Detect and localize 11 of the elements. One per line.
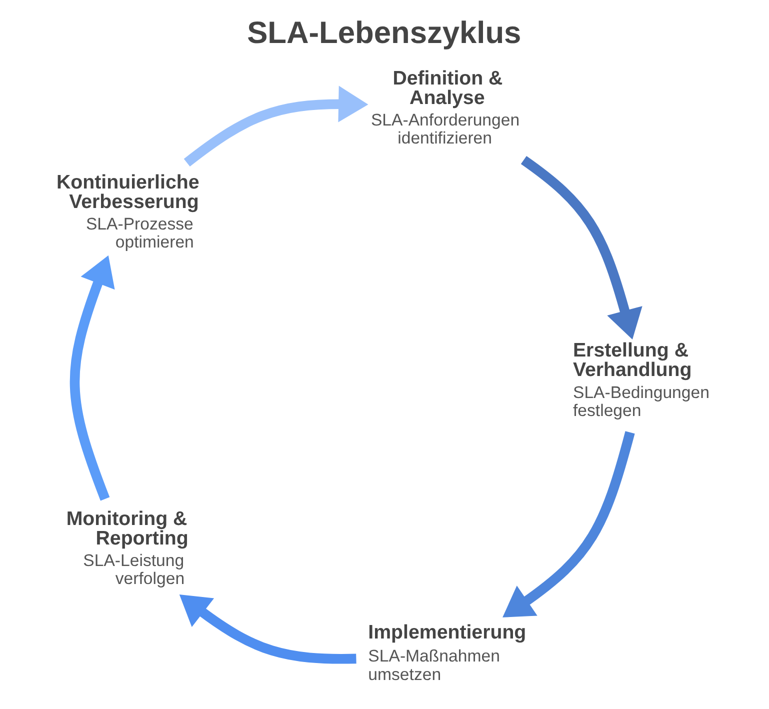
node-text: Monitoring & Reporting SLA-Leistung verfolgen [66,508,188,588]
arrow [502,431,635,618]
node-text: Definition & Analyse SLA-Anforderungen identifizieren [370,67,520,148]
diagram-title: SLA-Lebenszyklus [247,14,522,50]
node-text: Kontinuierliche Verbesserung SLA-Prozesse optimieren [56,171,200,252]
arrow [70,255,115,501]
node-text: Erstellung & Verhandlung SLA-Bedingungen festlegen [572,340,710,420]
arrow [184,86,368,167]
arrow [520,156,642,340]
node-text: Implementierung SLA-Maßnahmen umsetzen [368,622,526,684]
arrow [179,594,356,664]
